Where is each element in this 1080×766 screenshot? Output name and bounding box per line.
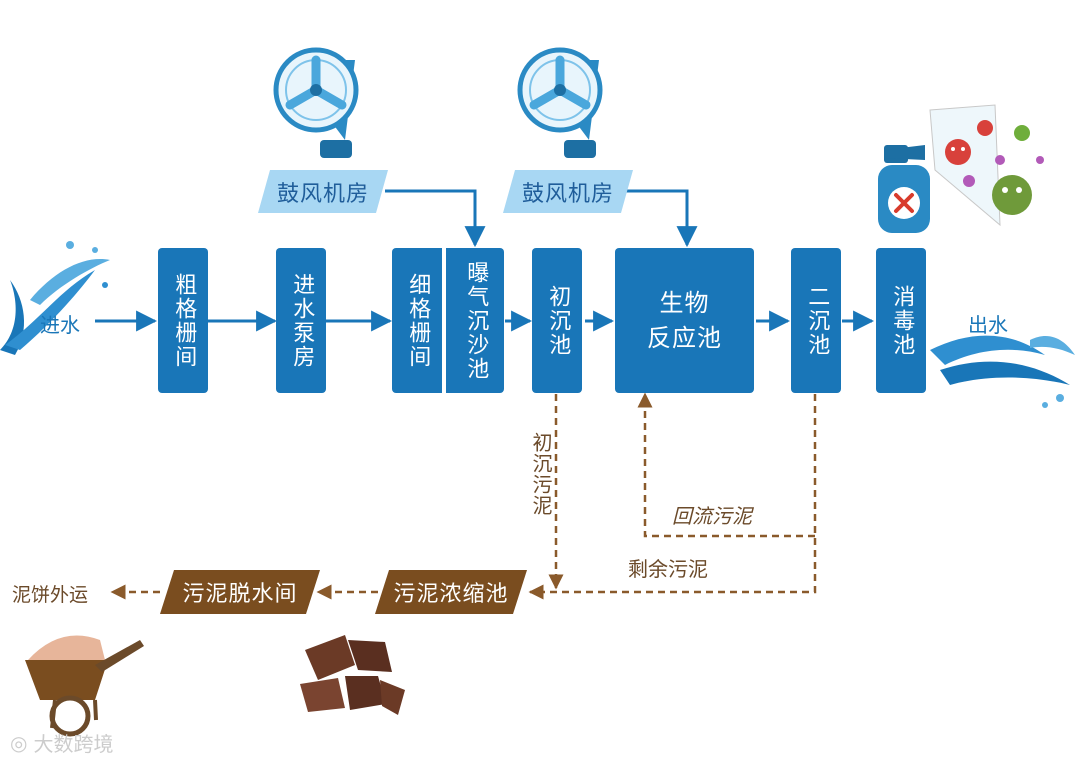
- water-flow-arrows: [95, 189, 875, 332]
- outlet-label: 出水: [968, 313, 1008, 337]
- secondary-clarifier-box: 二沉池: [791, 248, 841, 393]
- inlet-water-icon: [0, 241, 110, 355]
- cake-out-label: 泥饼外运: [12, 584, 89, 606]
- pump-room-box: 进水泵房: [276, 248, 326, 393]
- sludge-cake-icon: [300, 635, 405, 715]
- blower-fan-icon: [273, 47, 359, 158]
- return-sludge-label: 回流污泥: [672, 504, 752, 528]
- bioreactor-box: 生物 反应池: [615, 248, 754, 393]
- blower-room-label: 鼓风机房: [503, 170, 633, 213]
- blower-fan-icon: [517, 47, 603, 158]
- inlet-label: 进水: [40, 313, 80, 337]
- coarse-screen-box: 粗格栅间: [158, 248, 208, 393]
- excess-sludge-label: 剩余污泥: [628, 557, 708, 581]
- outlet-water-icon: [930, 335, 1075, 408]
- sludge-flow-lines: [110, 392, 817, 600]
- wheelbarrow-icon: [25, 635, 144, 737]
- disinfection-box: 消毒池: [876, 248, 926, 393]
- bioreactor-label-line1: 生物: [659, 288, 710, 317]
- dewatering-box: 污泥脱水间: [160, 570, 320, 614]
- primary-sludge-label: 初沉污泥: [529, 432, 553, 516]
- fine-screen-box: 细格栅间: [392, 248, 442, 393]
- watermark: ◎ 大数跨境: [10, 728, 113, 757]
- blower-room-label: 鼓风机房: [258, 170, 388, 213]
- thickener-box: 污泥浓缩池: [375, 570, 527, 614]
- primary-clarifier-box: 初沉池: [532, 248, 582, 393]
- germ-icon: [945, 120, 1044, 215]
- grit-chamber-box: 曝气沉沙池: [446, 248, 504, 393]
- watermark-text: 大数跨境: [33, 732, 114, 756]
- watermark-logo-icon: ◎: [10, 730, 28, 755]
- bioreactor-label-line2: 反应池: [647, 323, 722, 352]
